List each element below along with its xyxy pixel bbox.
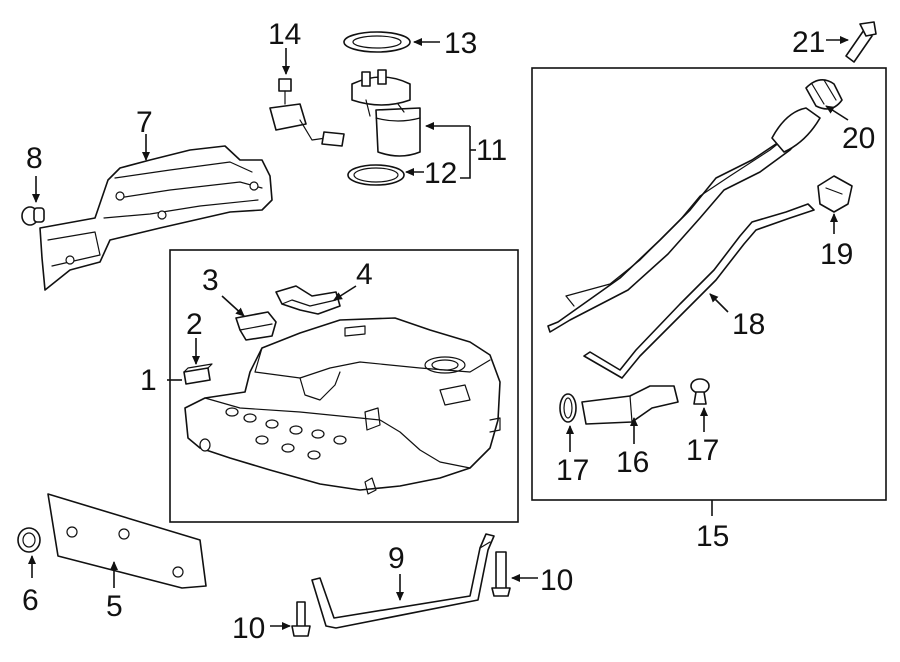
grommet[interactable] <box>17 527 41 553</box>
fuel-cap-retainer[interactable] <box>805 79 843 110</box>
callout-14: 14 <box>268 18 301 51</box>
heat-shield[interactable] <box>39 145 273 291</box>
callout-16: 16 <box>616 446 649 479</box>
tank-pad-bracket[interactable] <box>235 311 277 341</box>
callout-1: 1 <box>140 364 157 397</box>
filler-hose[interactable] <box>581 385 679 425</box>
callout-3: 3 <box>202 264 219 297</box>
callout-11: 11 <box>476 134 507 167</box>
callout-17-left: 17 <box>556 454 589 487</box>
callout-20: 20 <box>842 122 875 155</box>
vent-valve[interactable] <box>817 175 853 213</box>
callout-10-right: 10 <box>540 564 573 597</box>
vent-tube[interactable] <box>583 203 815 379</box>
callout-5: 5 <box>106 590 123 623</box>
callout-19: 19 <box>820 238 853 271</box>
callout-13: 13 <box>444 27 477 60</box>
strap-bolt-upper[interactable] <box>491 551 511 597</box>
callout-10-left: 10 <box>232 612 265 645</box>
callout-8: 8 <box>26 142 43 175</box>
callout-12: 12 <box>424 157 457 190</box>
callout-4: 4 <box>356 258 373 291</box>
skid-plate[interactable] <box>47 493 207 589</box>
callout-17-right: 17 <box>686 434 719 467</box>
callout-21: 21 <box>792 26 825 59</box>
hose-clamp-right[interactable] <box>690 378 710 405</box>
insulator-pad[interactable] <box>183 363 213 385</box>
filler-pipe-group-box <box>531 67 887 501</box>
tank-shield[interactable] <box>275 285 341 315</box>
filler-pipe[interactable] <box>547 107 821 333</box>
callout-9: 9 <box>388 542 405 575</box>
fuel-pump-seal[interactable] <box>347 164 405 186</box>
tank-strap[interactable] <box>311 533 495 629</box>
callout-6: 6 <box>22 584 39 617</box>
strap-bolt-lower[interactable] <box>291 601 311 637</box>
bolt-21[interactable] <box>845 21 877 63</box>
callout-15: 15 <box>696 520 729 553</box>
fuel-tank-group-box <box>169 249 519 523</box>
push-pin-retainer[interactable] <box>21 206 45 226</box>
fuel-pump-module[interactable] <box>351 69 421 157</box>
callout-18: 18 <box>732 308 765 341</box>
callout-2: 2 <box>186 308 203 341</box>
fuel-pump-lock-ring[interactable] <box>343 31 411 53</box>
hose-clamp-left[interactable] <box>559 393 577 423</box>
fuel-tank[interactable] <box>184 317 501 495</box>
fuel-level-sensor[interactable] <box>269 78 345 147</box>
callout-7: 7 <box>136 106 153 139</box>
